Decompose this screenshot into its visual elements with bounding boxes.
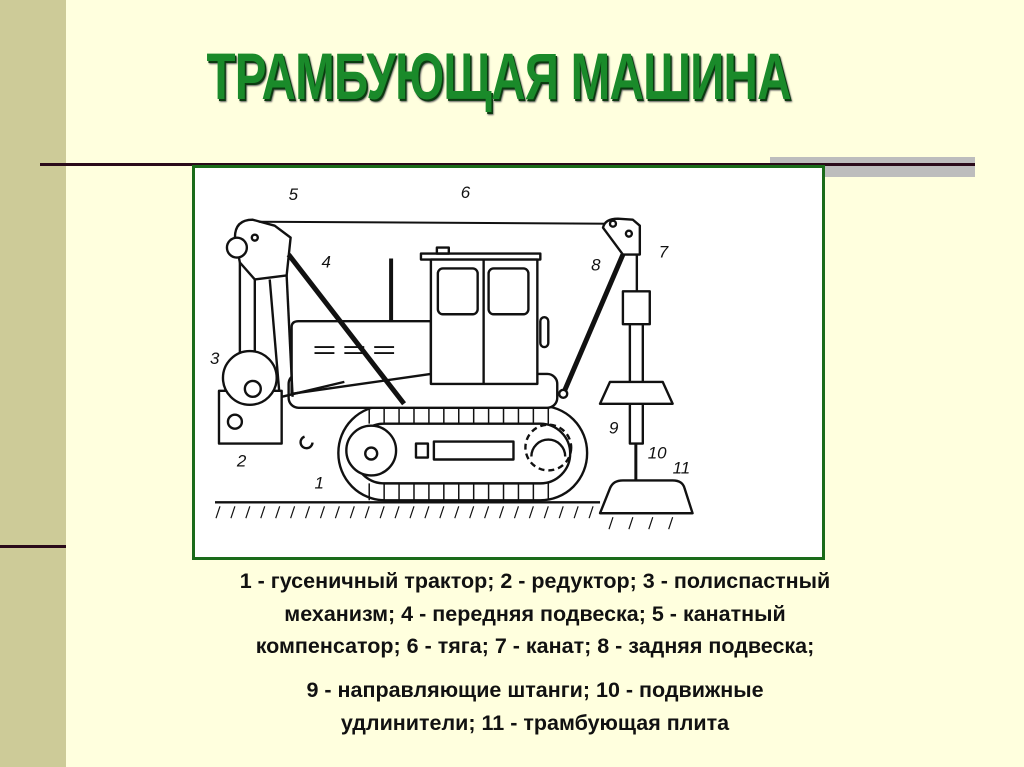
label-2: 2 bbox=[236, 451, 247, 470]
diagram-labels: 1 2 3 4 5 6 7 8 9 10 11 bbox=[210, 183, 690, 493]
title-divider bbox=[40, 163, 975, 166]
diagram-frame: 1 2 3 4 5 6 7 8 9 10 11 bbox=[192, 165, 825, 560]
label-11: 11 bbox=[673, 458, 691, 477]
label-8: 8 bbox=[591, 255, 601, 274]
caption-line: 1 - гусеничный трактор; 2 - редуктор; 3 … bbox=[239, 569, 831, 593]
label-10: 10 bbox=[648, 444, 667, 463]
label-7: 7 bbox=[659, 243, 669, 262]
label-3: 3 bbox=[210, 349, 220, 368]
legend-caption-2: 9 - направляющие штанги; 10 - подвижные … bbox=[100, 674, 970, 739]
caption-line: 9 - направляющие штанги; 10 - подвижные bbox=[306, 678, 764, 702]
crawler-track bbox=[337, 404, 589, 502]
label-1: 1 bbox=[314, 473, 323, 492]
legend-caption-1: 1 - гусеничный трактор; 2 - редуктор; 3 … bbox=[100, 565, 970, 663]
tamping-machine-diagram: 1 2 3 4 5 6 7 8 9 10 11 bbox=[210, 183, 694, 530]
caption-line: компенсатор; 6 - тяга; 7 - канат; 8 - за… bbox=[255, 634, 815, 658]
label-5: 5 bbox=[289, 185, 299, 204]
bottom-left-divider bbox=[0, 545, 66, 548]
tractor-body bbox=[287, 246, 559, 409]
slide-title: ТРАМБУЮЩАЯ МАШИНА bbox=[206, 39, 791, 113]
front-equipment bbox=[217, 218, 407, 450]
rear-equipment bbox=[258, 217, 694, 515]
label-4: 4 bbox=[321, 252, 330, 271]
label-6: 6 bbox=[461, 183, 471, 202]
caption-line: удлинители; 11 - трамбующая плита bbox=[340, 710, 730, 735]
caption-line: механизм; 4 - передняя подвеска; 5 - кан… bbox=[284, 601, 786, 626]
label-9: 9 bbox=[609, 419, 619, 438]
left-accent-strip bbox=[0, 0, 66, 767]
